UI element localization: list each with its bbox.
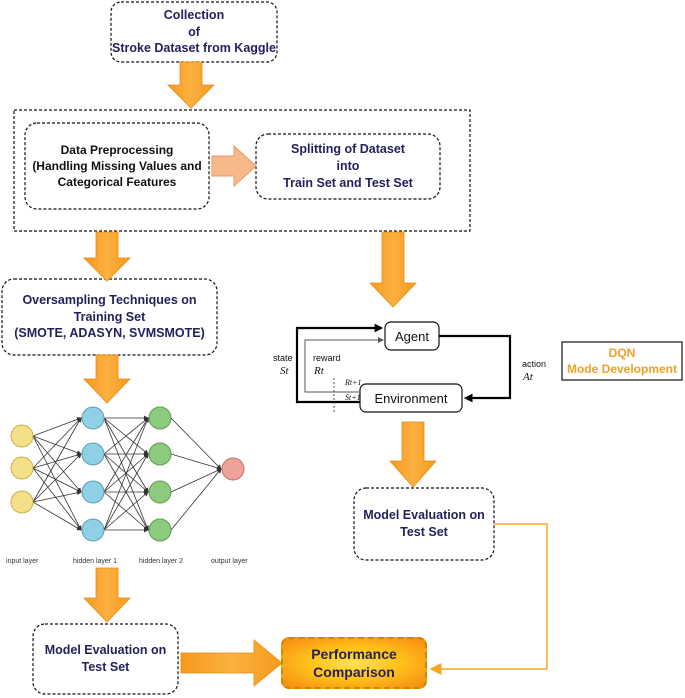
preprocessing-line-1: Data Preprocessing xyxy=(60,142,174,157)
collection-line-2: of xyxy=(188,24,200,39)
nn-edge-hidden-1-1-to-hidden-2-0 xyxy=(103,417,149,455)
next-state-symbol: St+1 xyxy=(345,393,361,402)
nn-node-hidden-1-2 xyxy=(81,480,105,504)
nn-edge-input-0-to-hidden-1-2 xyxy=(32,435,82,493)
nn-edge-input-0-to-hidden-1-3 xyxy=(32,435,82,531)
nn-node-hidden-1-3 xyxy=(81,518,105,542)
collection-line-1: Collection xyxy=(163,7,225,22)
arrow-to-oversampling xyxy=(83,231,131,282)
nn-edge-input-2-to-hidden-1-1 xyxy=(32,453,82,503)
reward-symbol: Rt xyxy=(314,365,324,377)
dqn-text: DQN Mode Development xyxy=(562,342,682,380)
state-label: state xyxy=(273,353,293,363)
eval-left-line-1: Model Evaluation on xyxy=(44,643,167,658)
eval-left-box xyxy=(32,623,179,695)
nn-edge-input-0-to-hidden-1-0 xyxy=(32,417,82,437)
reward-label: reward xyxy=(313,353,341,363)
splitting-text: Splitting of Dataset into Train Set and … xyxy=(256,134,440,199)
state-symbol: St xyxy=(280,365,289,377)
nn-label-hidden-2: hidden layer 2 xyxy=(139,558,183,565)
oversampling-line-2: Training Set xyxy=(73,309,146,324)
arrow-to-nn xyxy=(83,354,131,404)
oversampling-text: Oversampling Techniques on Training Set … xyxy=(2,279,217,355)
nn-label-hidden-1: hidden layer 1 xyxy=(73,558,117,565)
nn-edge-hidden-1-2-to-hidden-2-0 xyxy=(103,417,149,493)
nn-edge-hidden-1-3-to-hidden-2-2 xyxy=(103,491,149,531)
agent-label: Agent xyxy=(395,328,429,344)
splitting-line-1: Splitting of Dataset xyxy=(291,142,405,157)
nn-edge-input-1-to-hidden-1-3 xyxy=(32,467,82,531)
nn-edge-input-2-to-hidden-1-3 xyxy=(32,501,82,531)
eval-left-line-2: Test Set xyxy=(81,660,130,674)
preprocessing-text: Data Preprocessing (Handling Missing Val… xyxy=(25,123,209,209)
performance-comparison-box: Performance Comparison xyxy=(281,637,427,689)
preprocessing-box xyxy=(24,122,210,210)
nn-edge-hidden-2-1-to-output-0 xyxy=(170,453,222,471)
nn-node-input-0 xyxy=(10,424,34,448)
environment-label: Environment xyxy=(374,390,448,406)
arrow-to-eval-right xyxy=(389,421,437,488)
arrow-to-agent xyxy=(369,231,417,308)
nn-label-output: output layer xyxy=(211,558,248,565)
environment-box xyxy=(359,383,463,413)
action-label: action xyxy=(522,359,547,369)
eval-right-line-1: Model Evaluation on xyxy=(363,508,485,523)
eval-right-text: Model Evaluation on Test Set xyxy=(354,488,494,560)
nn-edge-hidden-2-2-to-output-0 xyxy=(170,468,222,493)
eval-right-line-2: Test Set xyxy=(400,525,448,539)
nn-edge-input-2-to-hidden-1-0 xyxy=(32,417,82,503)
preprocessing-line-2: (Handling Missing Values and xyxy=(32,158,202,173)
action-symbol: At xyxy=(523,371,533,383)
dqn-line-1: DQN xyxy=(608,345,636,360)
collection-text: Collection of Stroke Dataset from Kaggle xyxy=(111,2,277,62)
collection-line-3: Stroke Dataset from Kaggle xyxy=(112,41,276,56)
splitting-line-2: into xyxy=(336,159,360,174)
dqn-line-2: Mode Development xyxy=(566,362,677,376)
nn-node-hidden-2-3 xyxy=(148,518,172,542)
nn-edge-hidden-1-3-to-hidden-2-0 xyxy=(103,417,149,531)
nn-node-hidden-1-0 xyxy=(81,406,105,430)
neural-network xyxy=(10,406,245,542)
nn-edge-hidden-1-3-to-hidden-2-1 xyxy=(103,453,149,531)
rl-diagram xyxy=(295,321,512,413)
nn-node-hidden-2-0 xyxy=(148,406,172,430)
oversampling-line-3: (SMOTE, ADASYN, SVMSMOTE) xyxy=(14,326,205,341)
eval-left-text: Model Evaluation on Test Set xyxy=(33,624,178,694)
nn-node-input-2 xyxy=(10,490,34,514)
nn-edge-input-0-to-hidden-1-1 xyxy=(32,435,82,455)
arrow-preprocessing-to-splitting xyxy=(211,144,257,188)
nn-edge-input-1-to-hidden-1-1 xyxy=(32,452,82,469)
connector-eval-right-to-performance xyxy=(429,523,548,675)
splitting-line-3: Train Set and Test Set xyxy=(283,175,413,190)
eval-right-box xyxy=(353,487,495,561)
arrow-to-performance xyxy=(180,639,283,687)
nn-label-input: input layer xyxy=(6,558,39,565)
nn-node-output-0 xyxy=(221,457,245,481)
performance-line-2: Comparison xyxy=(313,664,395,680)
nn-node-hidden-2-1 xyxy=(148,442,172,466)
arrow-to-eval-left xyxy=(83,567,131,623)
arrow-collection-down xyxy=(167,61,215,109)
oversampling-line-1: Oversampling Techniques on xyxy=(22,292,197,307)
performance-line-1: Performance xyxy=(311,645,397,662)
nn-edge-input-2-to-hidden-1-2 xyxy=(32,490,82,503)
nn-edge-hidden-2-3-to-output-0 xyxy=(170,468,222,531)
preprocessing-outer-box xyxy=(13,109,471,232)
nn-node-input-1 xyxy=(10,456,34,480)
nn-edge-input-1-to-hidden-1-0 xyxy=(32,417,82,469)
preprocessing-line-3: Categorical Features xyxy=(57,175,177,190)
nn-edge-hidden-2-0-to-output-0 xyxy=(170,417,222,470)
dqn-box xyxy=(561,341,683,381)
nn-node-hidden-2-2 xyxy=(148,480,172,504)
nn-edge-input-1-to-hidden-1-2 xyxy=(32,467,82,493)
next-reward-symbol: Rt+1 xyxy=(345,378,362,387)
nn-node-hidden-1-1 xyxy=(81,442,105,466)
